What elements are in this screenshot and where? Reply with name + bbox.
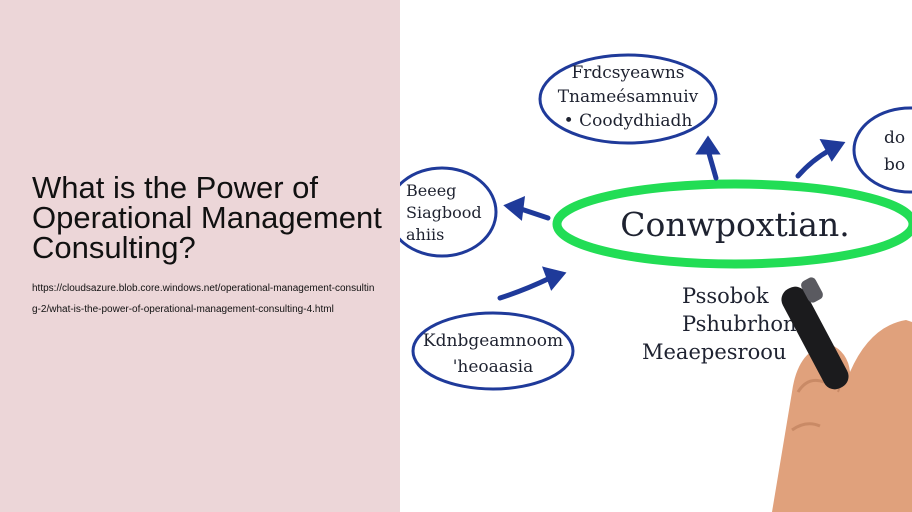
bottom-bubble-line-2: 'heoaasia <box>453 357 533 377</box>
arrow-down-left <box>497 275 553 301</box>
center-bubble <box>552 179 912 269</box>
right-text-line-3: Meaepesroou <box>642 340 786 364</box>
hand-with-marker <box>772 277 912 512</box>
page-title: What is the Power of Operational Managem… <box>32 170 382 265</box>
arrowhead-up <box>695 135 721 155</box>
left-bubble-line-3: ahiis <box>406 225 444 244</box>
arrowhead-down-left <box>541 266 567 291</box>
page-url[interactable]: https://cloudsazure.blob.core.windows.ne… <box>32 283 375 315</box>
right-bubble <box>852 106 912 194</box>
bottom-bubble-line-1: Kdnbgeamnoom <box>423 331 563 351</box>
arrow-up-right <box>795 147 833 179</box>
top-bubble-line-3: • Coodydhiadh <box>564 111 693 131</box>
left-panel <box>0 0 400 512</box>
marker <box>781 286 849 390</box>
right-text-line-2: Pshubrhon <box>682 312 797 336</box>
arrowhead-left <box>503 195 526 221</box>
right-text-line-1: Pssobok <box>682 284 769 308</box>
arrows <box>497 135 846 301</box>
mind-map-illustration: Frdcsyeawns Tnameésamnuiv • Coodydhiadh … <box>400 53 912 512</box>
left-bubble-line-1: Beeeg <box>406 181 456 200</box>
right-bubble-line-1: do <box>884 128 905 148</box>
center-label: Conwpoxtian. <box>620 205 849 244</box>
top-bubble <box>538 53 718 145</box>
left-bubble <box>400 166 498 258</box>
left-bubble-line-2: Siagbood <box>406 203 482 222</box>
top-bubble-line-1: Frdcsyeawns <box>571 63 684 83</box>
arrowhead-up-right <box>819 138 846 162</box>
top-bubble-line-2: Tnameésamnuiv <box>558 87 699 107</box>
hand <box>772 320 912 512</box>
right-bubble-line-2: bo <box>884 155 905 175</box>
bottom-bubble <box>411 311 575 391</box>
